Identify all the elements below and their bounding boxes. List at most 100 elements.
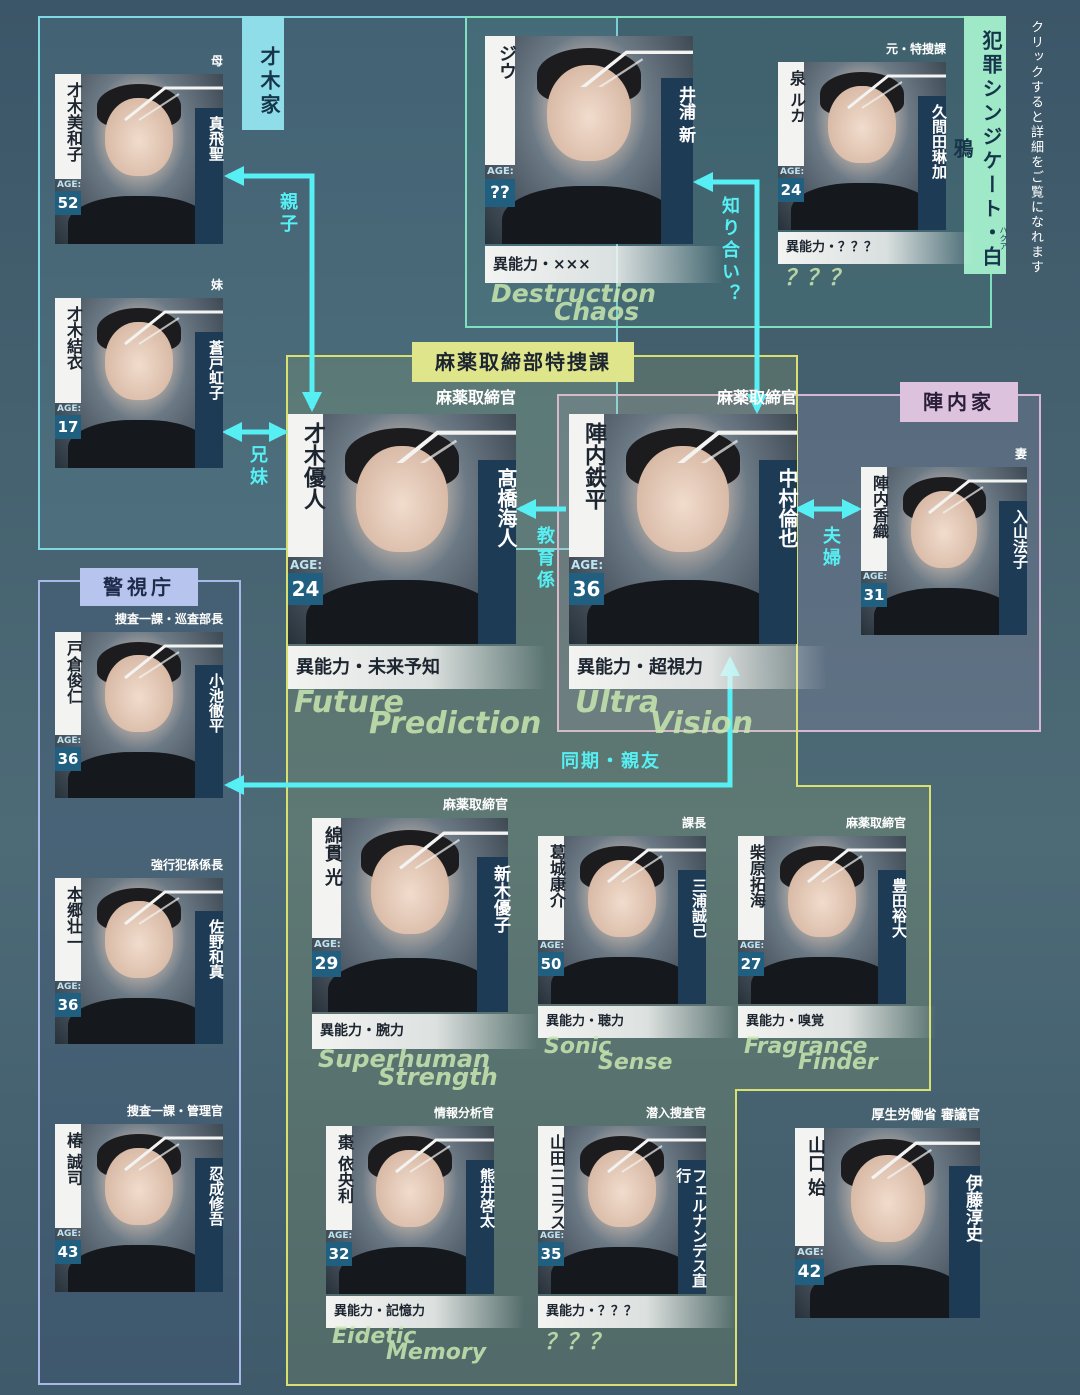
name-jiu: ジウ: [485, 36, 517, 165]
body-shape: [68, 1244, 210, 1292]
actor-miwako: 真飛聖: [195, 108, 225, 244]
relation-oyako: 親子: [277, 192, 298, 236]
face-shape: [850, 1154, 925, 1242]
age-label-iori: AGE:: [328, 1231, 353, 1241]
age-label-nicolas: AGE:: [540, 1231, 565, 1241]
age-label-yui: AGE:: [57, 404, 82, 414]
portrait-jiu: [485, 36, 693, 244]
age-toguru: 36: [55, 747, 81, 771]
body-shape: [587, 579, 779, 644]
body-shape: [68, 751, 210, 798]
ability-takumi: 異能力・嗅覚: [738, 1006, 936, 1038]
actor-kosuke: 三浦誠己: [678, 870, 708, 1004]
group-label-hanzai-text: 犯罪シンジケート・白鴉: [950, 30, 1003, 270]
relation-fufu: 夫婦: [820, 526, 841, 570]
body-shape: [551, 956, 693, 1004]
actor-yui: 蒼戸虹子: [195, 332, 225, 468]
role-iori: 情報分析官: [433, 1106, 494, 1120]
actor-yujin: 髙橋海人: [478, 460, 518, 644]
actor-nicolas: フェルナンデス直行: [674, 1160, 708, 1294]
portrait-tsubaki: [55, 1124, 223, 1292]
slash-decoration: [396, 430, 516, 463]
slash-decoration: [607, 1138, 706, 1174]
slash-decoration: [847, 74, 946, 110]
actor-tsubaki: 忍成修吾: [195, 1158, 225, 1292]
body-shape: [327, 957, 493, 1012]
slash-decoration: [580, 50, 693, 87]
age-label-hajime: AGE:: [797, 1247, 824, 1258]
role-yujin: 麻薬取締官: [435, 388, 516, 407]
age-tsubaki: 43: [55, 1240, 81, 1264]
age-label-izumi: AGE:: [780, 167, 805, 177]
line-oyako: [224, 166, 322, 412]
flavor1-teppei: Ultra: [575, 685, 660, 720]
ability-kosuke: 異能力・聴力: [538, 1006, 736, 1038]
actor-teppei: 中村倫也: [759, 460, 799, 644]
role-hikaru: 麻薬取締官: [442, 798, 508, 813]
flavor2-iori: Memory: [386, 1340, 487, 1365]
flavor1-nicolas: ？？？: [544, 1330, 611, 1355]
flavor1-jiu: Destruction: [491, 279, 656, 308]
age-iori: 32: [326, 1242, 352, 1266]
ability-izumi: 異能力・？？？: [778, 232, 976, 264]
age-label-hikaru: AGE:: [314, 939, 341, 950]
body-shape: [339, 1246, 481, 1294]
relation-shiriai: 知り合い？: [719, 196, 740, 306]
role-toguru: 捜査一課・巡査部長: [114, 612, 223, 626]
age-takumi: 27: [738, 952, 764, 976]
portrait-hongo: [55, 878, 223, 1044]
name-izumi: 泉 ルカ: [778, 62, 806, 166]
name-kosuke: 葛城康介: [538, 836, 566, 940]
name-iori: 棗 依央利: [326, 1126, 354, 1230]
age-miwako: 52: [55, 191, 81, 215]
age-label-miwako: AGE:: [57, 180, 82, 190]
body-shape: [306, 579, 498, 644]
flavor1-hikaru: Superhuman: [318, 1045, 491, 1073]
role-kaori: 妻: [1014, 447, 1027, 461]
role-tsubaki: 捜査一課・管理官: [126, 1104, 223, 1118]
actor-jiu: 井浦 新: [661, 78, 695, 244]
body-shape: [874, 587, 1014, 635]
name-miwako: 才木美和子: [55, 74, 83, 179]
age-yui: 17: [55, 415, 81, 439]
slash-decoration: [124, 1136, 223, 1172]
actor-takumi: 豊田裕大: [878, 870, 908, 1004]
portrait-hajime: [795, 1128, 980, 1318]
age-hajime: 42: [795, 1259, 824, 1286]
actor-hajime: 伊藤淳史: [949, 1166, 982, 1318]
ability-nicolas: 異能力・？？？: [538, 1296, 736, 1328]
actor-izumi: 久間田琳加: [918, 96, 948, 230]
name-teppei: 陣内鉄平: [569, 414, 606, 557]
actor-toguru: 小池徹平: [195, 665, 225, 798]
body-shape: [68, 196, 210, 244]
age-label-jiu: AGE:: [487, 166, 514, 177]
body-shape: [68, 997, 210, 1044]
group-label-mayaku: 麻薬取締部特捜課: [412, 342, 634, 382]
slash-decoration: [124, 644, 223, 680]
ability-jiu: 異能力・×××: [485, 246, 723, 283]
slash-decoration: [870, 1141, 980, 1179]
face-shape: [105, 321, 173, 400]
age-kosuke: 50: [538, 952, 564, 976]
face-shape: [637, 446, 729, 552]
ability-teppei: 異能力・超視力: [569, 646, 827, 689]
group-label-keishicho: 警視庁: [80, 568, 198, 606]
age-label-takumi: AGE:: [740, 941, 765, 951]
